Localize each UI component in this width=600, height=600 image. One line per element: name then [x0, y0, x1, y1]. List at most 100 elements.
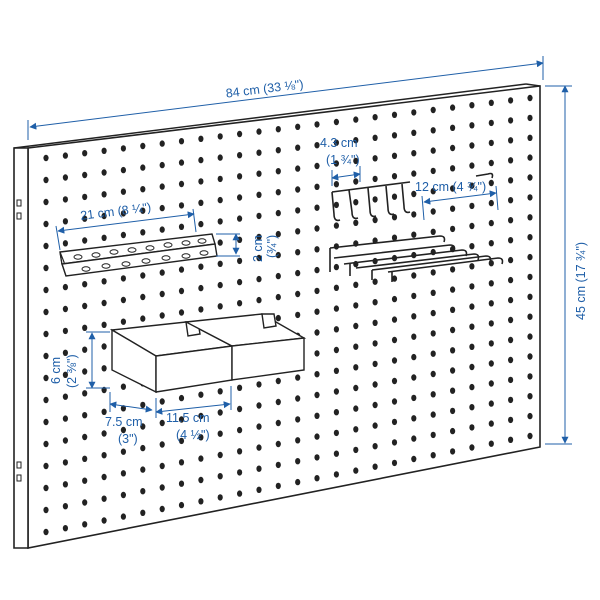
peg-hole: [237, 194, 243, 201]
peg-hole: [295, 437, 301, 444]
peg-hole: [469, 363, 475, 371]
peg-hole: [295, 123, 301, 130]
peg-hole: [372, 340, 378, 347]
peg-hole: [237, 405, 243, 413]
peg-hole: [275, 440, 281, 448]
peg-hole: [295, 290, 301, 298]
box-width-inch-label: (4 ½"): [176, 428, 210, 442]
peg-hole: [488, 300, 494, 307]
peg-hole: [353, 199, 359, 206]
peg-hole: [198, 476, 204, 484]
peg-hole: [237, 173, 243, 180]
peg-hole: [411, 353, 417, 361]
peg-hole: [450, 306, 456, 313]
peg-hole: [120, 166, 126, 174]
peg-hole: [159, 140, 165, 147]
peg-hole: [217, 133, 223, 140]
box-height-inch-label: (2 ⅜"): [65, 354, 79, 388]
peg-hole: [82, 412, 88, 419]
peg-hole: [411, 231, 417, 238]
peg-hole: [450, 326, 456, 334]
peg-hole: [333, 388, 339, 395]
peg-hole: [217, 473, 223, 480]
peg-hole: [314, 287, 320, 295]
peg-hole: [140, 142, 146, 150]
peg-hole: [178, 437, 185, 445]
peg-hole: [159, 183, 165, 190]
peg-hole: [62, 152, 68, 159]
side-slot: [16, 212, 22, 220]
peg-hole: [353, 322, 359, 330]
peg-hole: [372, 422, 378, 429]
peg-hole: [450, 286, 456, 293]
peg-hole: [391, 173, 398, 180]
peg-hole: [411, 109, 417, 116]
peg-hole: [353, 343, 359, 350]
peg-hole: [508, 316, 514, 324]
peg-hole: [275, 314, 281, 322]
peg-hole: [198, 156, 204, 164]
peg-hole: [43, 352, 49, 360]
side-slot: [16, 461, 22, 469]
board-height-label: 45 cm (17 ¾"): [574, 242, 588, 320]
peg-hole: [333, 326, 339, 333]
peg-hole: [450, 347, 456, 354]
peg-hole: [353, 426, 359, 433]
peg-hole: [391, 439, 398, 446]
peg-hole: [450, 367, 456, 374]
peg-hole: [82, 324, 88, 331]
peg-hole: [140, 272, 146, 279]
peg-hole: [120, 383, 126, 390]
peg-hole: [295, 395, 301, 402]
peg-hole: [256, 402, 262, 409]
peg-hole: [217, 430, 223, 437]
peg-hole: [353, 281, 359, 288]
peg-hole: [411, 313, 417, 320]
peg-hole: [333, 263, 339, 271]
peg-hole: [430, 350, 436, 357]
peg-hole: [198, 135, 204, 142]
peg-hole: [101, 191, 107, 198]
peg-hole: [43, 440, 49, 448]
peg-hole: [198, 391, 204, 398]
peg-hole: [469, 444, 475, 451]
peg-hole: [450, 205, 456, 212]
peg-hole: [469, 162, 475, 169]
peg-hole: [411, 374, 417, 381]
rack-height-inch-label: (¾"): [265, 235, 279, 258]
peg-hole: [237, 384, 243, 391]
peg-hole: [314, 329, 320, 336]
peg-hole: [527, 353, 533, 360]
peg-hole: [120, 275, 126, 282]
peg-hole: [411, 435, 417, 442]
peg-hole: [430, 127, 436, 134]
peg-hole: [43, 264, 49, 272]
peg-hole: [469, 343, 475, 350]
hook-spacing-label: 4.3 cm: [320, 136, 358, 150]
peg-hole: [527, 432, 533, 440]
peg-hole: [372, 381, 378, 388]
peg-hole: [295, 165, 301, 172]
peg-hole: [469, 383, 475, 391]
peg-hole: [140, 164, 146, 171]
peg-hole: [508, 217, 514, 224]
peg-hole: [508, 356, 514, 364]
peg-hole: [62, 196, 68, 203]
peg-hole: [43, 220, 49, 228]
peg-hole: [237, 278, 243, 286]
peg-hole: [43, 506, 49, 514]
peg-hole: [333, 409, 339, 416]
peg-hole: [333, 201, 339, 209]
peg-hole: [178, 180, 185, 188]
pegboard-top-edge-back: [525, 83, 541, 87]
peg-hole: [120, 296, 126, 304]
peg-hole: [372, 463, 378, 470]
peg-hole: [43, 242, 49, 250]
peg-hole: [101, 321, 107, 328]
peg-hole: [314, 142, 320, 149]
peg-hole: [314, 371, 320, 378]
peg-hole: [159, 484, 165, 491]
hook-spacing-line: [331, 171, 361, 181]
peg-hole: [295, 458, 301, 465]
peg-hole: [82, 368, 88, 375]
